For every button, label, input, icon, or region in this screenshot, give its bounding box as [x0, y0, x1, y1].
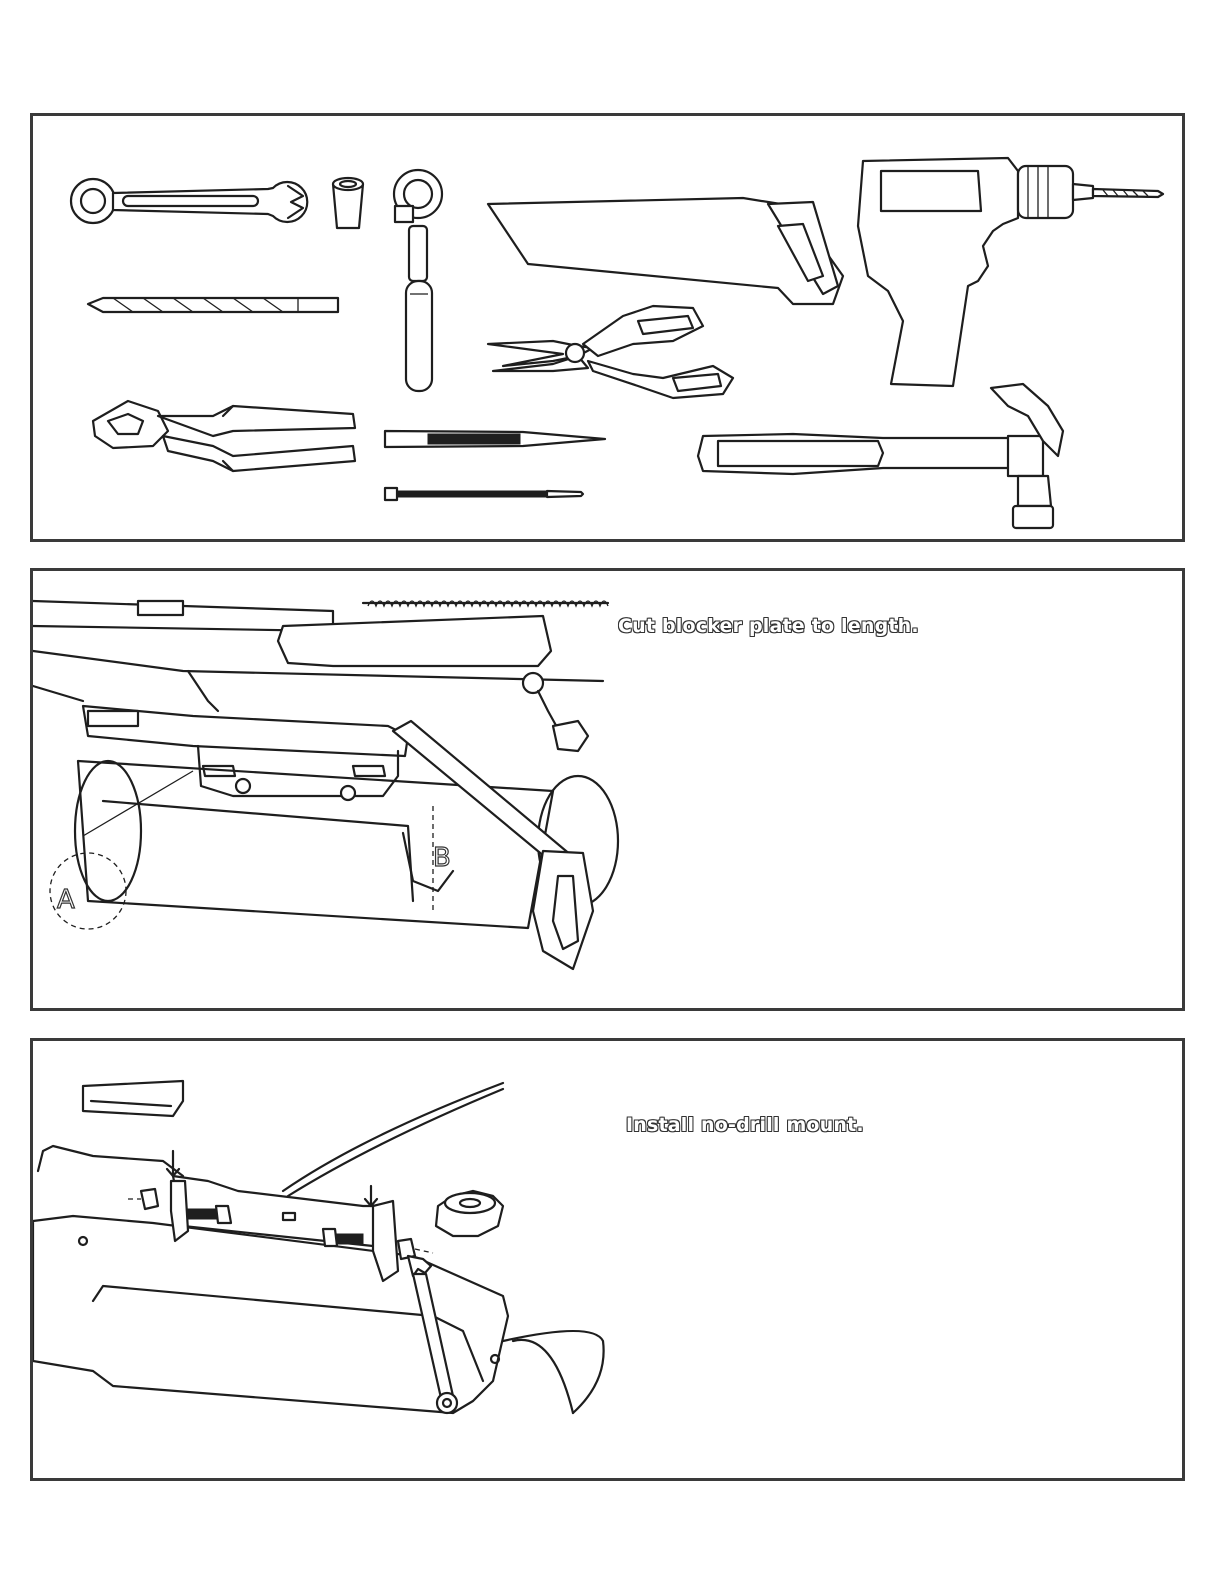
blocker-plate-illustration: A B	[33, 571, 1185, 1011]
cable-tie-icon	[385, 488, 583, 500]
cut-blocker-plate-panel: A B Cut blocker plate to length.	[30, 568, 1185, 1011]
callout-a: A	[57, 885, 75, 915]
tools-illustration	[33, 116, 1185, 542]
tongue-groove-pliers-icon	[93, 401, 355, 471]
step-caption-mount: Install no-drill mount.	[626, 1114, 864, 1136]
no-drill-mount-illustration	[33, 1041, 1185, 1481]
hand-saw-icon	[488, 198, 843, 304]
drill-bit-icon	[88, 298, 338, 312]
step-caption-cut: Cut blocker plate to length.	[618, 615, 919, 637]
ratchet-icon	[394, 170, 442, 391]
socket-icon	[333, 178, 363, 228]
install-mount-panel: Install no-drill mount.	[30, 1038, 1185, 1481]
tin-snips-icon	[488, 306, 733, 398]
tools-panel	[30, 113, 1185, 542]
claw-hammer-icon	[698, 384, 1063, 528]
cordless-drill-icon	[858, 158, 1163, 386]
center-punch-icon	[385, 431, 605, 447]
combination-wrench-icon	[71, 179, 307, 223]
callout-b: B	[433, 843, 451, 873]
